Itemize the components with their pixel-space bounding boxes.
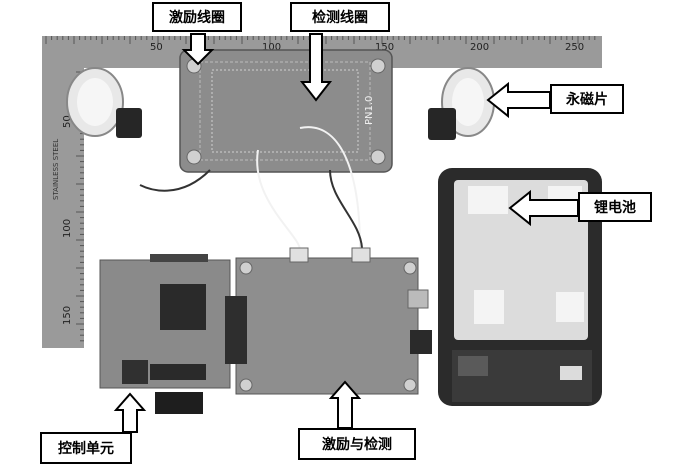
- arrow-control-unit: [113, 392, 147, 433]
- wires: [139, 126, 363, 251]
- ruler-stainless-text: STAINLESS STEEL: [52, 139, 60, 200]
- magnet-left: [66, 67, 142, 138]
- arrow-magnet: [486, 81, 551, 119]
- label-detection-coil: 检测线圈: [290, 2, 390, 32]
- label-excitation-coil: 激励线圈: [152, 2, 242, 32]
- label-control-unit: 控制单元: [40, 432, 132, 464]
- magnet-right: [428, 67, 495, 140]
- ruler-mark-h-150: 150: [375, 42, 394, 53]
- label-lithium-battery: 锂电池: [578, 192, 652, 222]
- ruler-mark-v-150: 150: [62, 306, 73, 325]
- battery-pack: [438, 168, 602, 406]
- arrow-battery: [508, 189, 579, 227]
- arrow-detection-coil: [299, 33, 333, 102]
- ruler-mark-h-250: 250: [565, 42, 584, 53]
- control-board: [99, 254, 231, 414]
- excitation-board: [225, 247, 432, 395]
- arrow-excitation-detection: [328, 380, 362, 429]
- ruler-mark-h-100: 100: [262, 42, 281, 53]
- ruler-mark-v-50: 50: [62, 115, 73, 128]
- arrow-excitation-coil: [181, 33, 215, 66]
- callout-arrows: [113, 33, 579, 433]
- label-permanent-magnet: 永磁片: [550, 84, 624, 114]
- pcb-marking: PN1.0: [364, 96, 375, 125]
- label-excitation-detection: 激励与检测: [298, 428, 416, 460]
- ruler-mark-h-200: 200: [470, 42, 489, 53]
- coil-pcb: PN1.0: [179, 49, 393, 173]
- ruler-mark-v-100: 100: [62, 219, 73, 238]
- ruler-mark-h-50: 50: [150, 42, 163, 53]
